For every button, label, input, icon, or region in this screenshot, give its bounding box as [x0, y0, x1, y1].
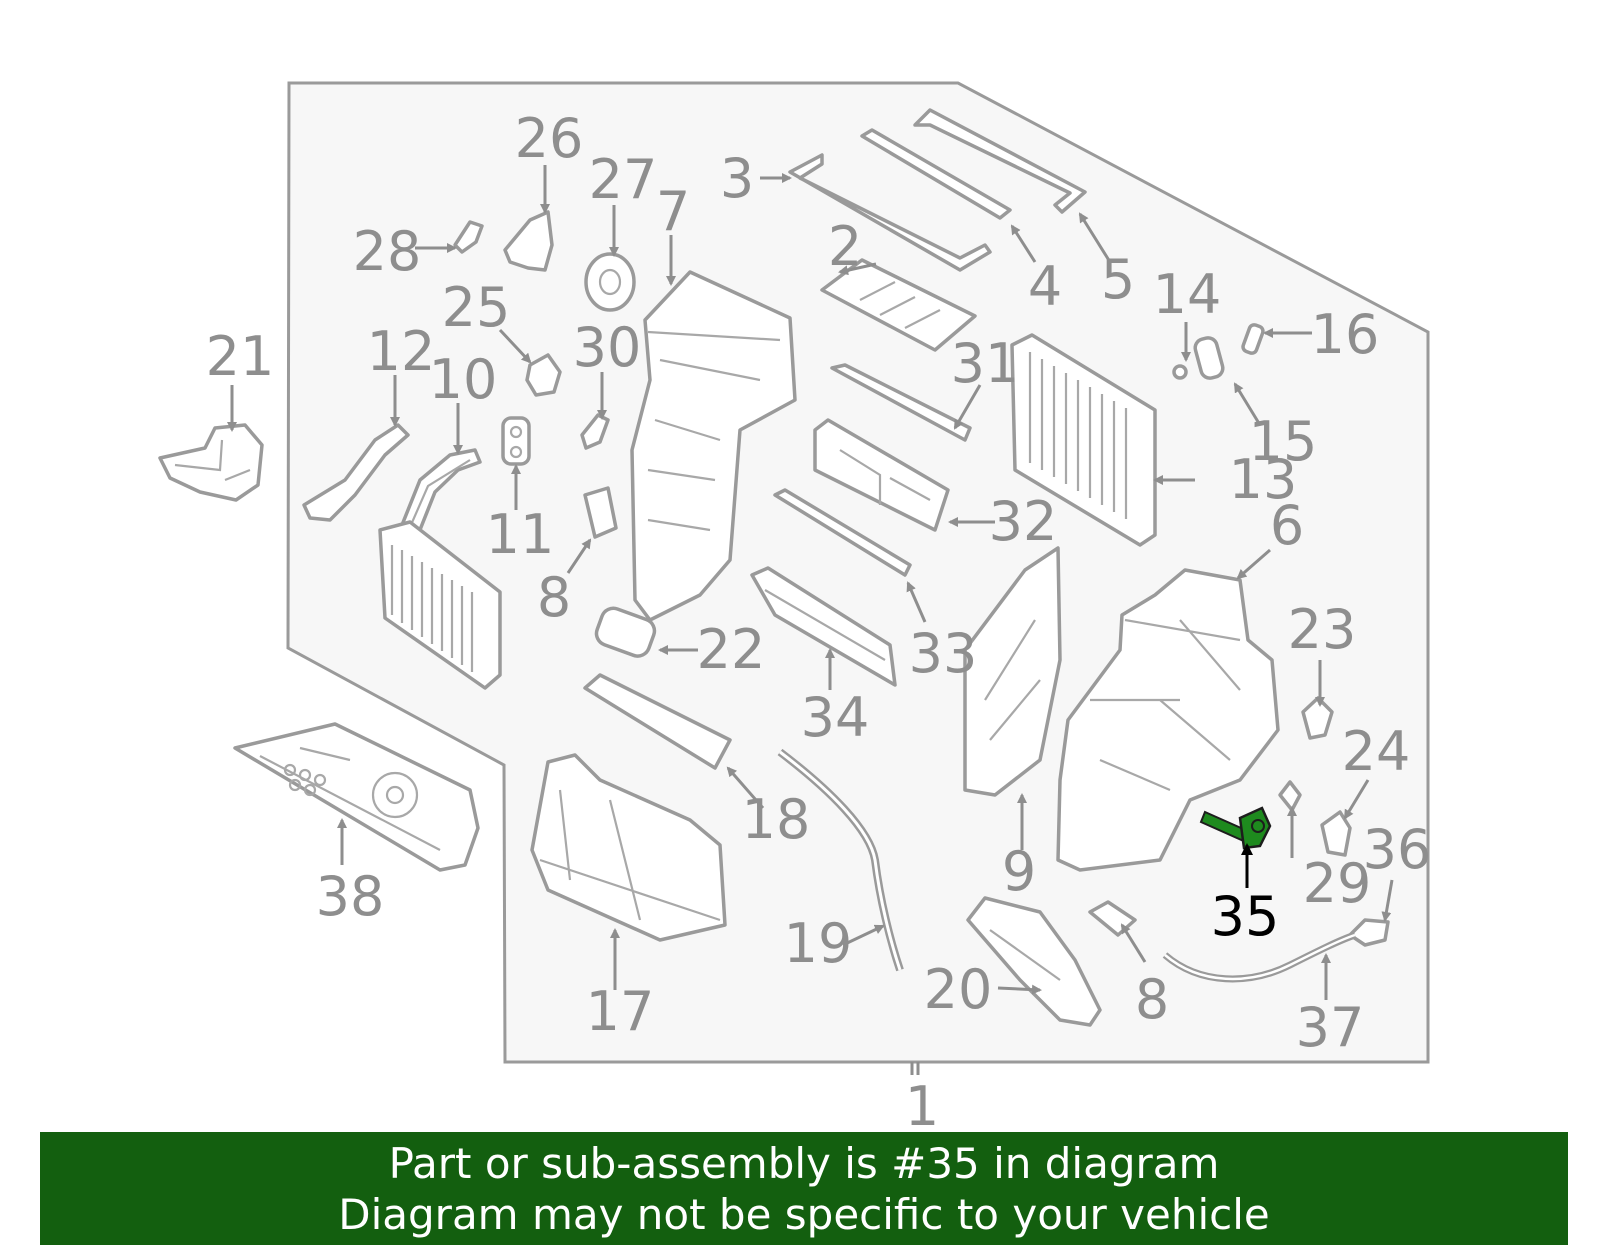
- callout-10: 10: [429, 348, 498, 411]
- callout-24: 24: [1342, 720, 1411, 783]
- callout-31: 31: [951, 332, 1020, 395]
- callout-37: 37: [1296, 996, 1365, 1059]
- banner-line-2: Diagram may not be specific to your vehi…: [338, 1190, 1270, 1239]
- callout-35: 35: [1211, 885, 1280, 948]
- banner-line-1: Part or sub-assembly is #35 in diagram: [388, 1139, 1220, 1188]
- callout-2: 2: [828, 215, 862, 278]
- callout-23: 23: [1288, 598, 1357, 661]
- callout-7: 7: [656, 180, 690, 243]
- callout-8b: 8: [1135, 968, 1169, 1031]
- part-shapes: [158, 108, 1390, 1027]
- callout-8a: 8: [537, 566, 571, 629]
- callout-34: 34: [801, 686, 870, 749]
- callout-3: 3: [720, 147, 754, 210]
- callout-11: 11: [486, 503, 555, 566]
- callout-16: 16: [1311, 303, 1380, 366]
- callout-6: 6: [1270, 494, 1304, 557]
- callout-15: 15: [1249, 410, 1318, 473]
- callout-labels: 1 2 3 4 5 6 7 8 9 10 11 12 13 14 15 16 1…: [206, 107, 1432, 1138]
- callout-36: 36: [1363, 818, 1432, 881]
- callout-4: 4: [1028, 255, 1062, 318]
- callout-32: 32: [989, 490, 1058, 553]
- part-35-shape: [1199, 806, 1272, 850]
- callout-33: 33: [909, 622, 978, 685]
- leader-lines: [227, 165, 1394, 1075]
- callout-12: 12: [367, 320, 436, 383]
- callout-9: 9: [1002, 840, 1036, 903]
- callout-26: 26: [515, 107, 584, 170]
- callout-14: 14: [1153, 263, 1222, 326]
- callout-17: 17: [586, 980, 655, 1043]
- info-banner: Part or sub-assembly is #35 in diagram D…: [40, 1132, 1568, 1245]
- callout-18: 18: [742, 788, 811, 851]
- callout-19: 19: [784, 912, 853, 975]
- callout-1: 1: [905, 1075, 939, 1138]
- callout-21: 21: [206, 325, 275, 388]
- callout-22: 22: [697, 618, 766, 681]
- callout-25: 25: [442, 276, 511, 339]
- callout-5: 5: [1101, 248, 1135, 311]
- callout-27: 27: [589, 148, 658, 211]
- callout-13: 13: [1229, 448, 1298, 511]
- callout-30: 30: [573, 316, 642, 379]
- callout-29: 29: [1303, 852, 1372, 915]
- callout-28: 28: [353, 220, 422, 283]
- callout-38: 38: [316, 865, 385, 928]
- callout-20: 20: [924, 958, 993, 1021]
